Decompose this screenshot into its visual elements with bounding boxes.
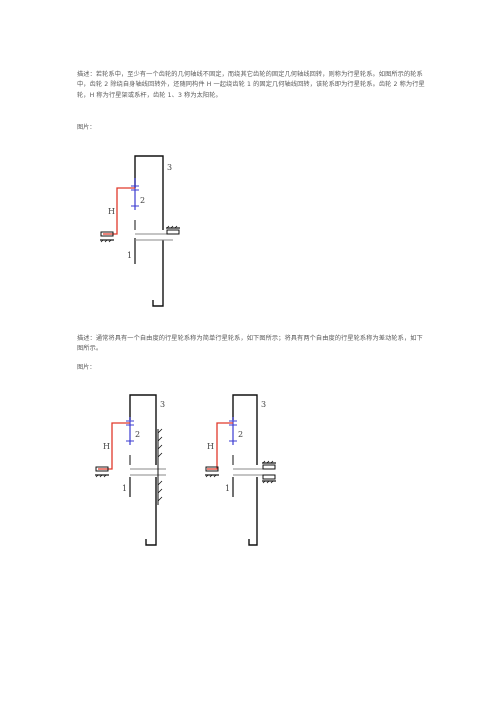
gear2-label: 2 [140,196,145,205]
description-paragraph-1: 描述：若轮系中，至少有一个齿轮的几何轴线不固定，而绕其它齿轮的固定几何轴线回转，… [77,71,425,99]
gear2-label: 2 [135,430,140,439]
gear2-label: 2 [238,430,243,439]
carrier-label: H [108,207,115,216]
gear3-label: 3 [167,163,172,172]
differential-gear-diagram: 3 2 H 1 [205,394,276,546]
gear3-label: 3 [261,400,266,409]
gear3-label: 3 [160,400,165,409]
carrier-label: H [207,442,214,451]
description-paragraph-2: 描述：通常将具有一个自由度的行星轮系称为简单行星轮系，如下图所示；将具有两个自由… [77,335,423,353]
image-label-1: 图片： [77,124,96,131]
simple-planetary-gear-diagram: 3 2 H 1 [95,394,166,546]
gear1-label: 1 [122,484,127,493]
planetary-gear-diagram: 3 2 H 1 [100,155,180,307]
gear1-label: 1 [127,251,132,260]
image-label-2: 图片： [77,364,96,371]
gear1-label: 1 [225,484,230,493]
carrier-label: H [103,442,110,451]
